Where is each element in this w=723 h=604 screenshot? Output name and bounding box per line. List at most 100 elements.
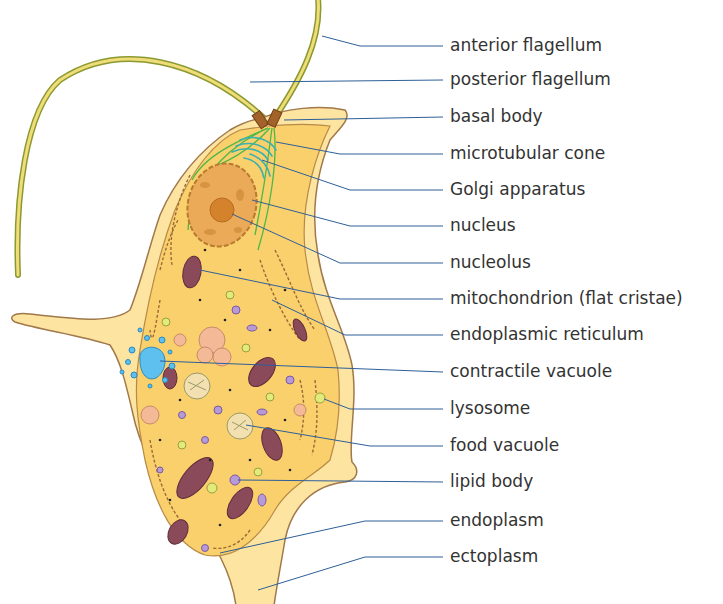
leader-lines bbox=[262, 160, 443, 190]
leader-lines bbox=[160, 361, 443, 372]
lipid-bodies bbox=[202, 545, 209, 552]
food-vacuoles bbox=[294, 404, 306, 416]
contractile-vacuole bbox=[148, 384, 152, 388]
ribosome-dots bbox=[284, 419, 287, 422]
ribosome-dots bbox=[224, 319, 227, 322]
food-vacuole-with-content bbox=[184, 373, 253, 439]
lysosomes bbox=[266, 393, 274, 401]
ectoplasm-shape bbox=[12, 108, 357, 604]
nucleus-shape bbox=[204, 229, 216, 235]
endoplasmic-reticulum bbox=[150, 440, 180, 520]
lysosomes bbox=[162, 318, 170, 326]
contractile-vacuole bbox=[168, 350, 172, 354]
contractile-vacuole bbox=[129, 347, 135, 353]
food-vacuoles bbox=[141, 406, 159, 424]
contractile-vacuole bbox=[138, 328, 142, 332]
ribosome-dots bbox=[239, 269, 242, 272]
endoplasmic-reticulum bbox=[171, 175, 190, 265]
endoplasmic-reticulum bbox=[160, 220, 178, 270]
lipid-bodies bbox=[247, 325, 257, 331]
ribosome-dots bbox=[249, 459, 252, 462]
leader-lines bbox=[160, 36, 443, 590]
lysosomes bbox=[207, 483, 217, 493]
contractile-vacuole bbox=[145, 336, 150, 341]
lipid-bodies bbox=[232, 306, 240, 314]
part-label: Golgi apparatus bbox=[450, 178, 585, 200]
part-label: lysosome bbox=[450, 397, 530, 419]
lysosomes bbox=[162, 291, 325, 493]
ribosome-dots bbox=[289, 469, 292, 472]
nucleus-shape bbox=[236, 189, 244, 201]
leader-lines bbox=[200, 270, 443, 299]
endoplasmic-reticulum bbox=[312, 380, 317, 455]
food-vacuole-with-content bbox=[188, 380, 248, 430]
lipid-bodies bbox=[257, 409, 267, 415]
leader-lines bbox=[322, 36, 443, 46]
leader-lines bbox=[324, 399, 443, 409]
lipid-bodies bbox=[202, 437, 209, 444]
mitochondria bbox=[171, 452, 220, 504]
food-vacuoles bbox=[174, 334, 186, 346]
lysosomes bbox=[242, 344, 250, 352]
lipid-bodies bbox=[157, 467, 163, 473]
contractile-vacuole bbox=[163, 378, 168, 383]
leader-lines bbox=[238, 480, 443, 482]
contractile-vacuole bbox=[126, 360, 131, 365]
food-vacuoles bbox=[197, 347, 213, 363]
lipid-bodies bbox=[157, 306, 294, 552]
part-label: basal body bbox=[450, 105, 543, 127]
basal-body bbox=[252, 111, 269, 129]
ribosome-dots bbox=[204, 249, 207, 252]
mitochondria bbox=[243, 353, 280, 392]
part-label: food vacuole bbox=[450, 434, 559, 456]
part-label: mitochondrion (flat cristae) bbox=[450, 287, 683, 309]
leader-lines bbox=[250, 80, 443, 82]
food-vacuoles bbox=[141, 327, 306, 424]
ribosome-dots bbox=[199, 299, 202, 302]
flagella bbox=[276, 0, 318, 116]
lysosomes bbox=[254, 468, 262, 476]
golgi-apparatus bbox=[250, 154, 270, 176]
part-label: lipid body bbox=[450, 470, 533, 492]
basal-body bbox=[252, 109, 282, 129]
lipid-bodies bbox=[258, 494, 266, 506]
lysosomes bbox=[315, 393, 325, 403]
mitochondria bbox=[290, 317, 309, 343]
golgi-apparatus bbox=[236, 144, 272, 156]
part-label: endoplasm bbox=[450, 509, 544, 531]
leader-lines bbox=[276, 142, 443, 154]
contractile-vacuole bbox=[131, 372, 137, 378]
endoplasm-shape bbox=[136, 125, 339, 556]
part-label: ectoplasm bbox=[450, 545, 538, 567]
part-label: posterior flagellum bbox=[450, 68, 611, 90]
nucleus-shape bbox=[234, 227, 242, 233]
ribosome-dots bbox=[169, 499, 172, 502]
golgi-apparatus bbox=[240, 138, 276, 150]
contractile-vacuole bbox=[140, 347, 165, 379]
part-label: nucleolus bbox=[450, 251, 531, 273]
mitochondria bbox=[164, 516, 193, 548]
part-label: endoplasmic reticulum bbox=[450, 323, 644, 345]
lysosomes bbox=[226, 291, 234, 299]
lipid-bodies bbox=[286, 376, 294, 384]
leader-lines bbox=[272, 300, 443, 335]
part-label: contractile vacuole bbox=[450, 360, 612, 382]
leader-lines bbox=[246, 425, 443, 446]
part-label: nucleus bbox=[450, 214, 516, 236]
leader-lines bbox=[232, 214, 443, 263]
leader-lines bbox=[258, 557, 443, 590]
nucleus-shape bbox=[210, 198, 234, 222]
mitochondria bbox=[180, 255, 203, 290]
ribosome-dots bbox=[229, 389, 232, 392]
microtubular-cone bbox=[255, 128, 272, 235]
basal-body bbox=[267, 109, 282, 127]
contractile-vacuole bbox=[159, 337, 165, 343]
mitochondria bbox=[163, 255, 310, 548]
ribosome-dots bbox=[269, 329, 272, 332]
nucleus-shape bbox=[178, 156, 265, 255]
nucleus-shape bbox=[200, 182, 210, 188]
ribosome-dots bbox=[159, 439, 162, 442]
ribosome-dots bbox=[284, 289, 287, 292]
contractile-vacuole bbox=[120, 370, 124, 374]
part-label: microtubular cone bbox=[450, 142, 605, 164]
